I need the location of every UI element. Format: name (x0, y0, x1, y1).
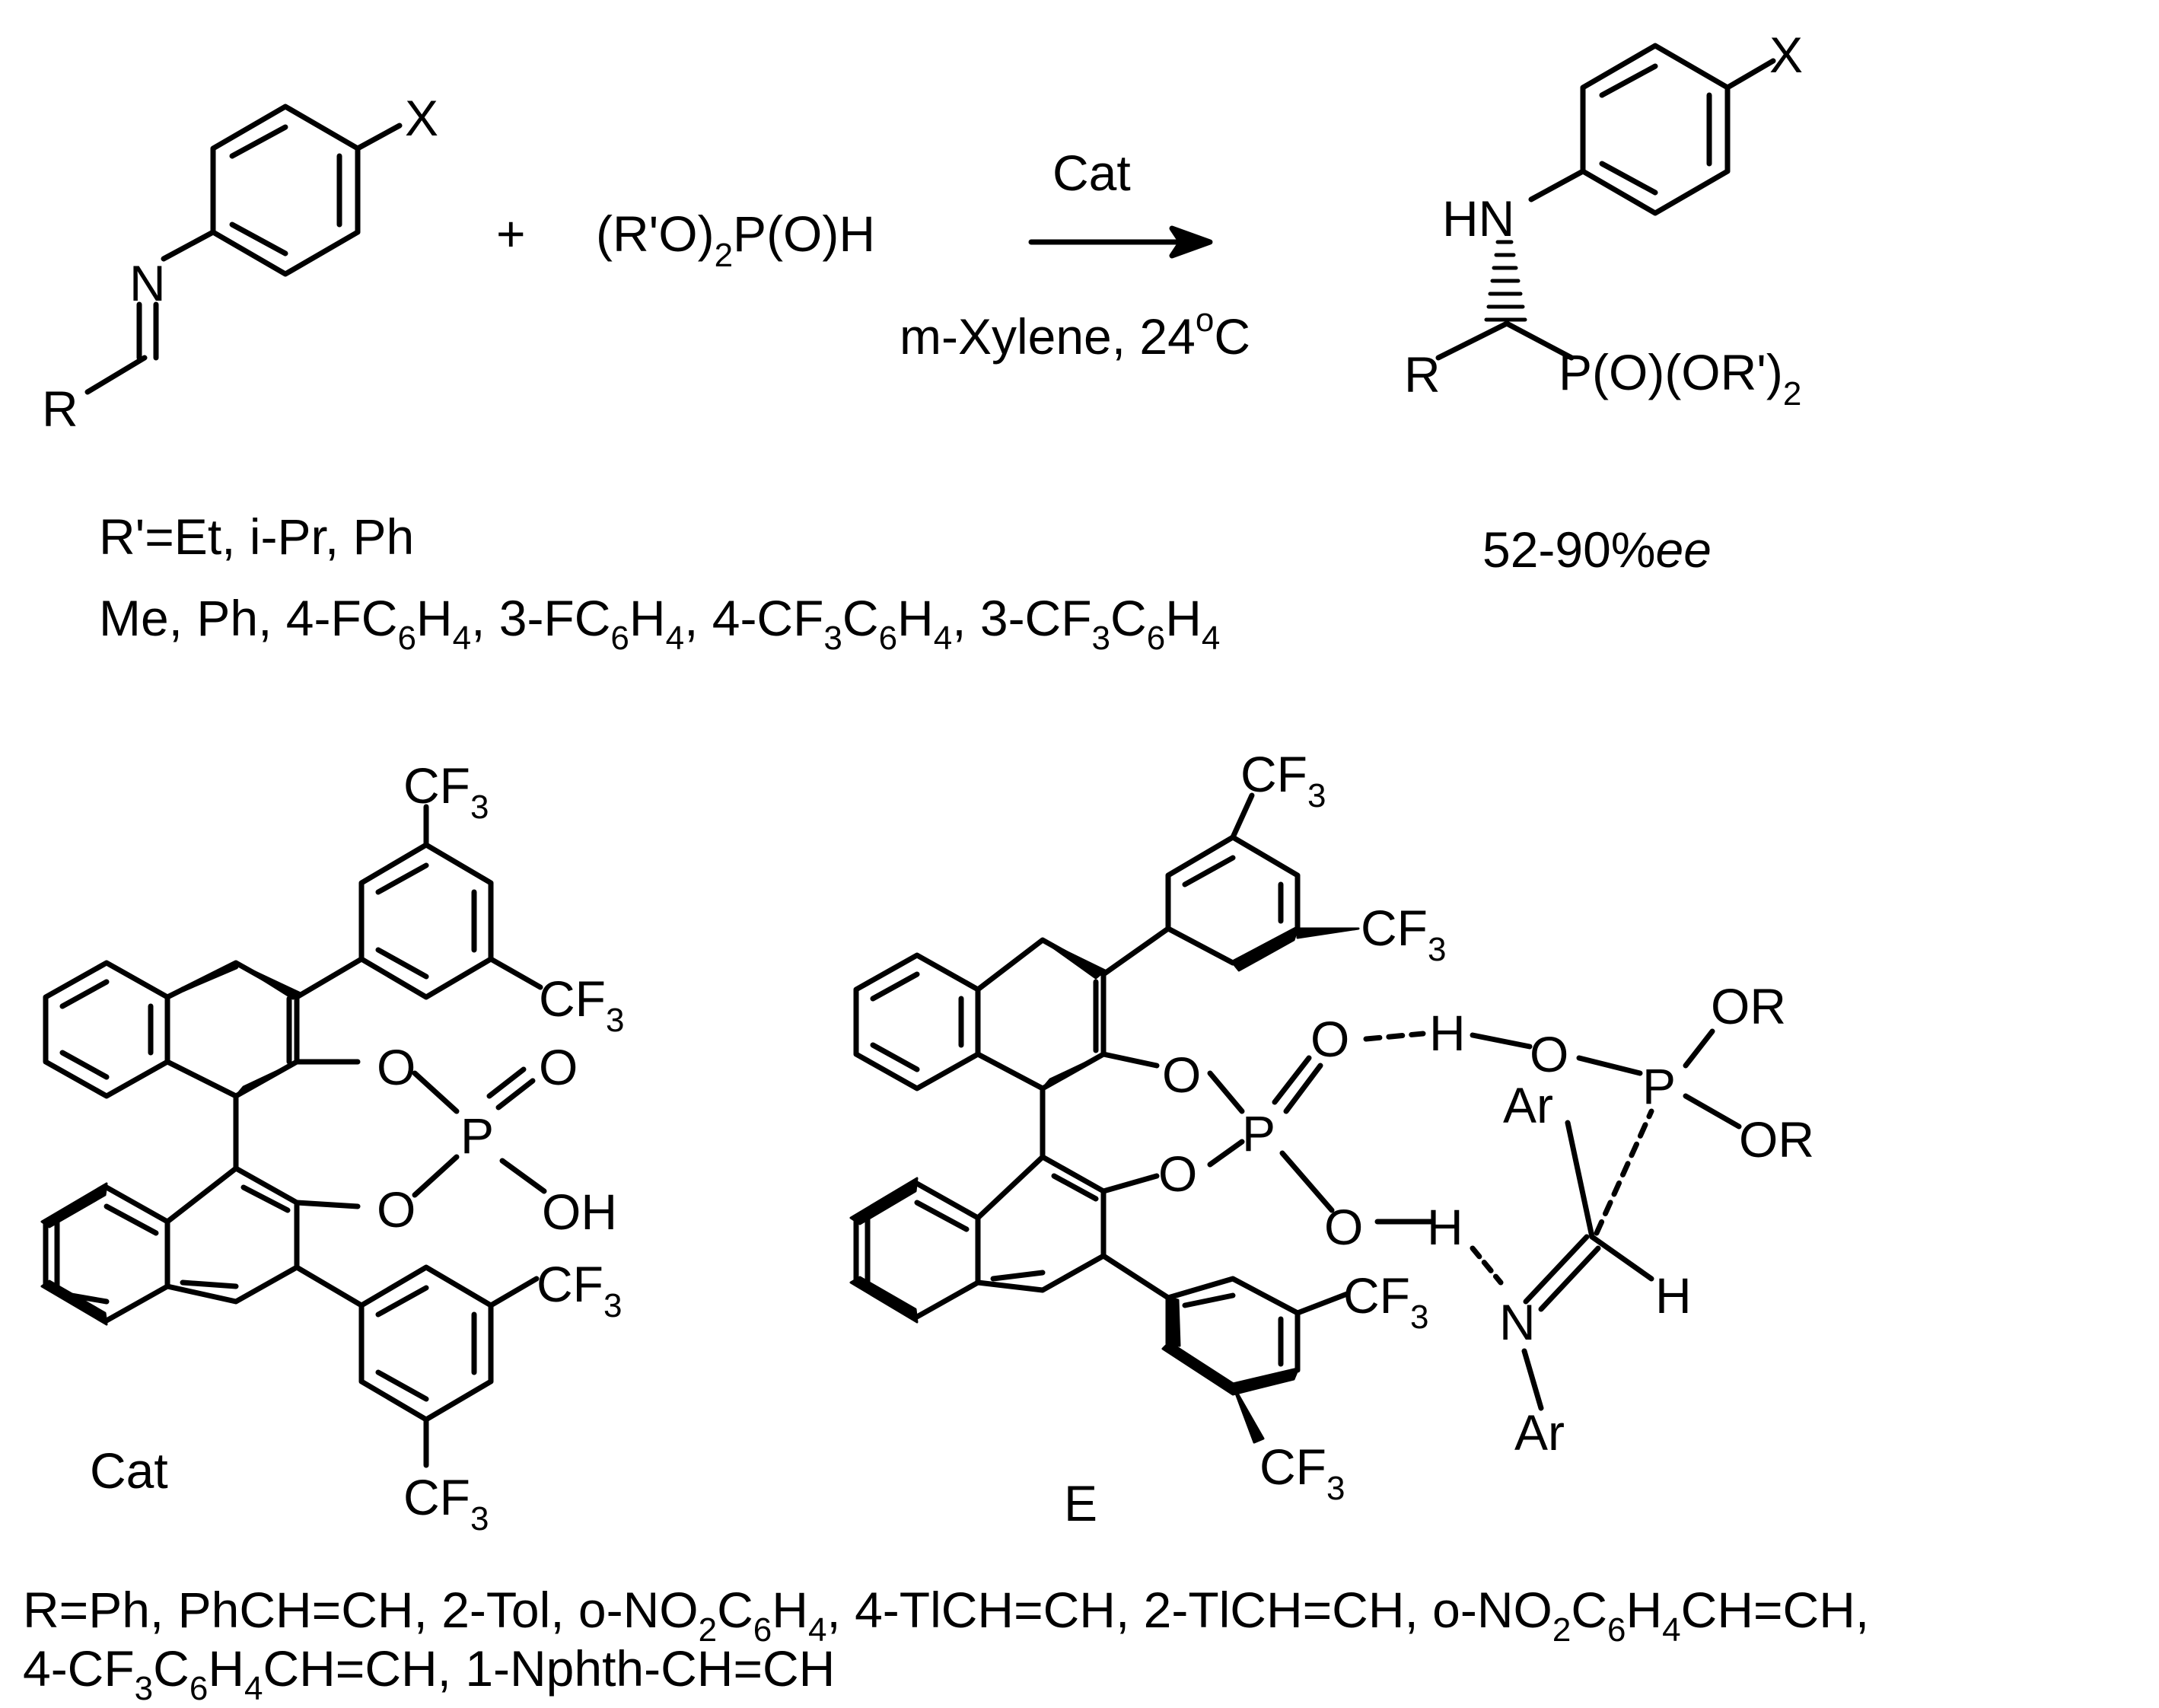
atom-o-double: O (1310, 1011, 1349, 1067)
atom-o: O (377, 1181, 416, 1238)
cf3-group: CF3 (539, 970, 624, 1039)
cf3-group: CF3 (537, 1256, 622, 1324)
atom-r: R (42, 381, 78, 437)
atom-or: OR (1711, 978, 1786, 1034)
atom-h: H (1655, 1267, 1692, 1324)
r-substituents-line-2: 4-CF3C6H4CH=CH, 1-Nphth-CH=CH (23, 1640, 835, 1707)
rprime-substituents: R'=Et, i-Pr, Ph (99, 508, 414, 565)
phosphonate-group: P(O)(OR')2 (1559, 344, 1801, 413)
atom-o: O (1530, 1026, 1568, 1082)
atom-r-product: R (1404, 346, 1441, 403)
atom-o: O (1158, 1146, 1197, 1202)
atom-o: O (1162, 1047, 1201, 1103)
atom-o: O (1324, 1199, 1363, 1255)
aminophosphonate-product: HN X R P(O)(OR')2 (1404, 27, 1803, 413)
cf3-group: CF3 (1240, 746, 1326, 814)
atom-n: N (1499, 1294, 1536, 1350)
atom-ar: Ar (1514, 1404, 1565, 1461)
aryl-substituents: Me, Ph, 4-FC6H4, 3-FC6H4, 4-CF3C6H4, 3-C… (99, 590, 1220, 657)
atom-p: P (460, 1107, 494, 1164)
catalyst-structure: CF3 CF3 O O P O OH CF3 CF3 (40, 757, 624, 1538)
imine-reactant: X N R (42, 90, 438, 437)
atom-p: P (1242, 1105, 1275, 1162)
atom-oh: OH (542, 1184, 617, 1240)
atom-ar: Ar (1503, 1077, 1553, 1133)
cf3-group: CF3 (403, 757, 489, 826)
atom-n: N (129, 255, 166, 311)
catalyst-label: Cat (1052, 145, 1131, 201)
atom-x: X (405, 90, 438, 146)
atom-x-product: X (1769, 27, 1803, 83)
cf3-group: CF3 (1361, 900, 1446, 968)
transition-state-e: CF3 CF3 O O P O O H O P OR OR (849, 746, 1814, 1507)
ee-range: 52-90%ee (1482, 521, 1712, 578)
cf3-group: CF3 (403, 1469, 489, 1538)
transition-state-caption: E (1064, 1475, 1097, 1531)
catalyst-caption: Cat (90, 1442, 168, 1499)
plus-sign: + (496, 206, 526, 262)
reaction-arrow (1028, 225, 1213, 259)
phosphite-reagent: (R'O)2P(O)H (596, 206, 875, 274)
atom-or: OR (1739, 1111, 1814, 1168)
atom-hn: HN (1442, 190, 1514, 247)
atom-h: H (1427, 1199, 1463, 1255)
atom-o-double: O (539, 1039, 578, 1095)
reaction-conditions: m-Xylene, 24oC (900, 301, 1250, 365)
cf3-group: CF3 (1343, 1267, 1428, 1336)
atom-o: O (377, 1039, 416, 1095)
r-substituents-line-1: R=Ph, PhCH=CH, 2-Tol, o-NO2C6H4, 4-TlCH=… (23, 1582, 1869, 1649)
atom-h: H (1429, 1005, 1466, 1061)
atom-p: P (1642, 1058, 1676, 1114)
cf3-group: CF3 (1259, 1439, 1345, 1507)
